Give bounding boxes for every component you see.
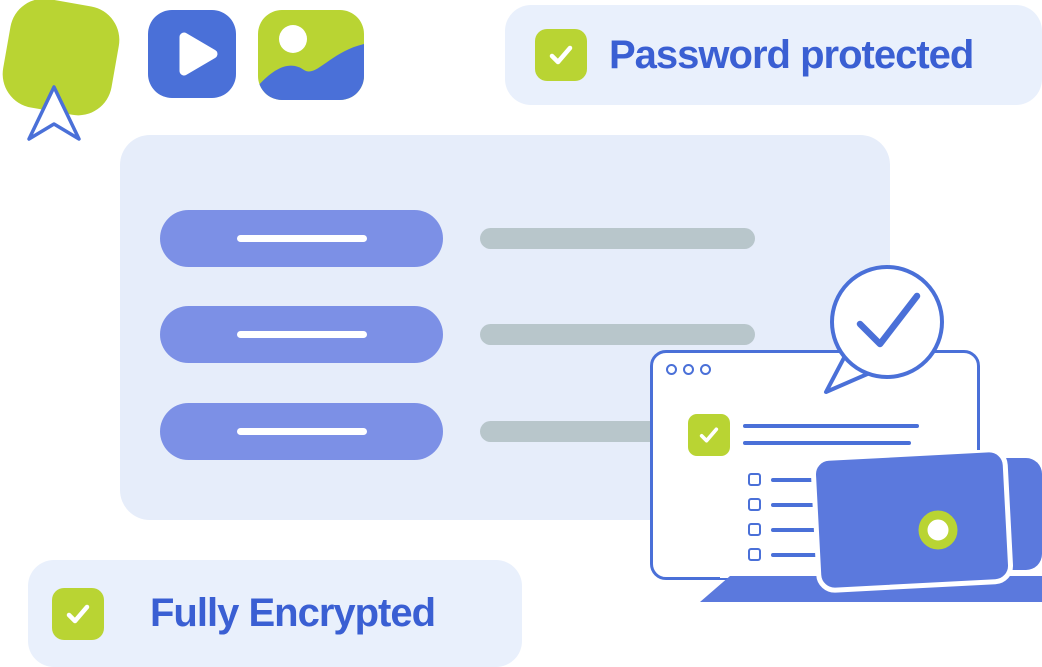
checkmark-icon xyxy=(688,414,730,456)
checkbox-outline-icon xyxy=(748,473,761,486)
window-dots xyxy=(666,364,711,375)
password-protected-badge: Password protected xyxy=(505,5,1042,105)
window-dot xyxy=(666,364,677,375)
panel-row xyxy=(160,403,850,460)
speech-bubble-check-icon xyxy=(824,265,944,394)
form-panel xyxy=(120,135,890,520)
photo-graphic xyxy=(258,25,364,100)
text-bar xyxy=(480,324,755,345)
fully-encrypted-badge: Fully Encrypted xyxy=(28,560,522,667)
text-bar xyxy=(480,228,755,249)
checkbox-outline-icon xyxy=(748,548,761,561)
checkmark-icon xyxy=(535,29,587,81)
cursor-arrow-icon xyxy=(24,84,84,146)
window-dot xyxy=(683,364,694,375)
checkmark-icon xyxy=(52,587,104,640)
window-dot xyxy=(700,364,711,375)
header-line xyxy=(743,424,919,428)
panel-row xyxy=(160,306,850,363)
play-triangle-icon xyxy=(179,32,218,76)
laptop-screen xyxy=(810,450,1014,593)
laptop-camera-dot xyxy=(918,510,958,550)
pill-dash xyxy=(236,331,367,338)
button-pill xyxy=(160,403,443,460)
pill-dash xyxy=(236,428,367,435)
image-icon xyxy=(258,10,364,100)
pill-dash xyxy=(236,235,367,242)
checkbox-outline-icon xyxy=(748,498,761,511)
header-line xyxy=(743,441,911,445)
play-icon xyxy=(148,10,236,98)
panel-row xyxy=(160,210,850,267)
fully-encrypted-label: Fully Encrypted xyxy=(150,591,436,635)
password-protected-label: Password protected xyxy=(609,32,974,77)
button-pill xyxy=(160,306,443,363)
laptop-illustration xyxy=(700,450,1042,602)
checkbox-outline-icon xyxy=(748,523,761,536)
button-pill xyxy=(160,210,443,267)
